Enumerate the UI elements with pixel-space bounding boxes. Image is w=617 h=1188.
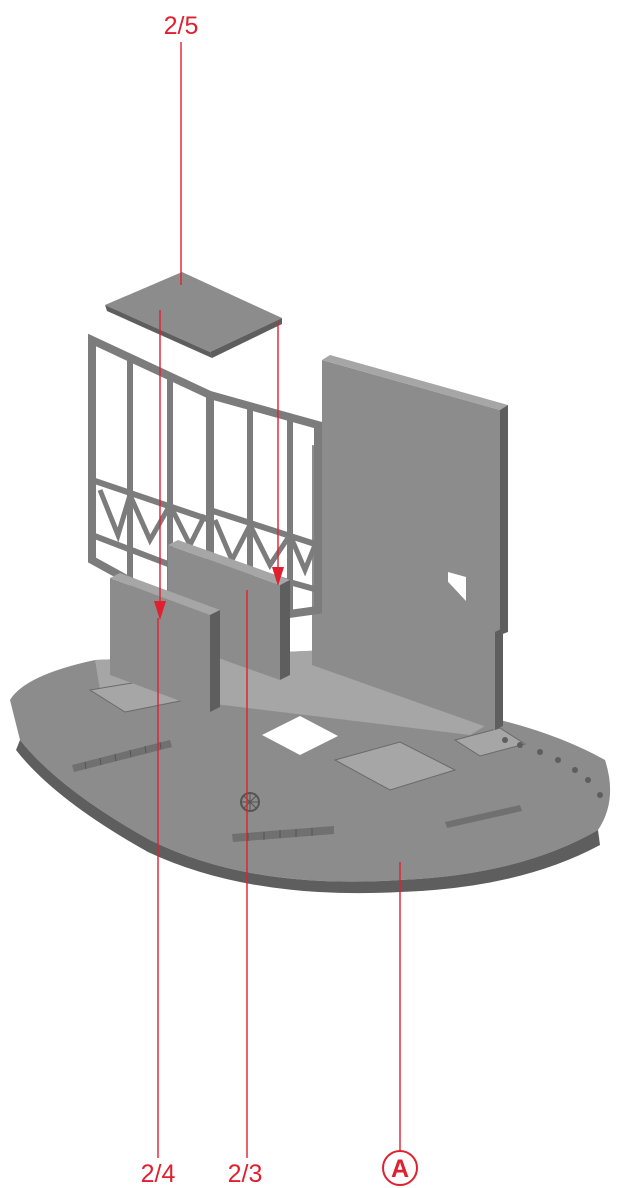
label-2-3: 2/3	[228, 1160, 263, 1188]
base-plate-a	[10, 650, 610, 893]
right-wall	[312, 355, 508, 730]
wheel	[241, 793, 259, 811]
roof-plate-2-5	[105, 272, 282, 358]
label-2-5: 2/5	[164, 12, 199, 40]
label-a: A	[391, 1155, 409, 1183]
label-2-4: 2/4	[141, 1160, 176, 1188]
